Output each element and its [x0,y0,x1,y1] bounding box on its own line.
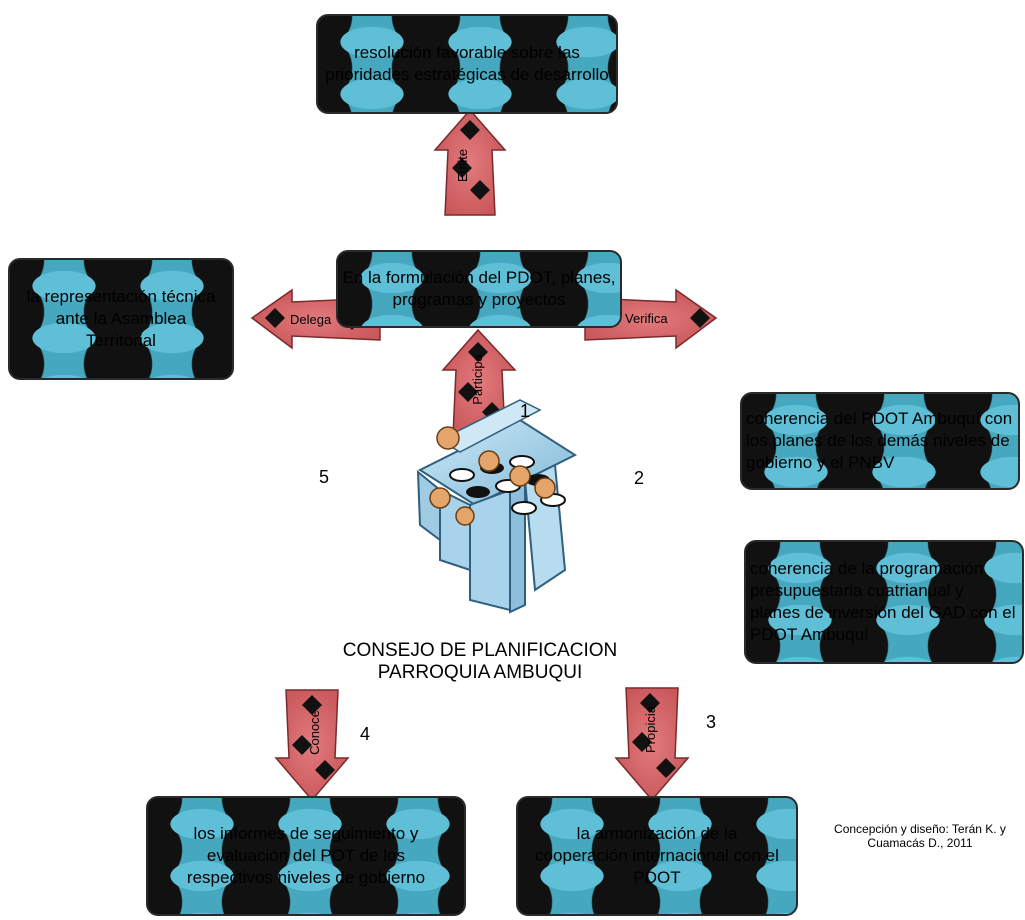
mid-box: En la formulación del PDOT, planes, prog… [336,250,622,328]
top-box: resolución favorable sobre las prioridad… [316,14,618,114]
emite-arrow [433,108,507,216]
conoce-arrow [274,689,350,802]
mid-box-text: En la formulación del PDOT, planes, prog… [342,268,616,309]
step-number-5: 5 [319,467,330,487]
delega-label: Delega [290,312,332,327]
right-box-2-text: coherencia de la programación presupuest… [750,559,1016,644]
left-box-text: la representación técnica ante la Asambl… [26,287,216,350]
step-number-1: 1 [520,401,531,421]
top-box-text: resolución favorable sobre las prioridad… [325,43,609,84]
verifica-label: Verifica [625,311,668,326]
bottom-left-box: los informes de seguimiento y evaluación… [146,796,466,916]
bottom-right-box: la armonización de la cooperación intern… [516,796,798,916]
right-box-1: coherencia del PDOT Ambuquí con los plan… [740,392,1020,490]
bottom-left-box-text: los informes de seguimiento y evaluación… [186,824,426,887]
left-box: la representación técnica ante la Asambl… [8,258,234,380]
bottom-right-box-text: la armonización de la cooperación intern… [535,824,779,887]
credit-text: Concepción y diseño: Terán K. y Cuamacás… [834,822,1006,850]
conoce-label: Conoce [306,710,322,755]
step-number-3: 3 [706,712,717,732]
propicia-label: Propicia [642,706,658,753]
participa-label: Participa [469,354,485,405]
right-box-1-text: coherencia del PDOT Ambuquí con los plan… [746,409,1013,472]
right-box-2: coherencia de la programación presupuest… [744,540,1024,664]
meeting-table-icon [416,399,578,614]
step-number-4: 4 [360,724,371,744]
propicia-arrow [614,687,690,802]
emite-label: Emite [455,148,471,183]
center-title: CONSEJO DE PLANIFICACION PARROQUIA AMBUQ… [342,640,618,683]
step-number-2: 2 [634,468,645,488]
